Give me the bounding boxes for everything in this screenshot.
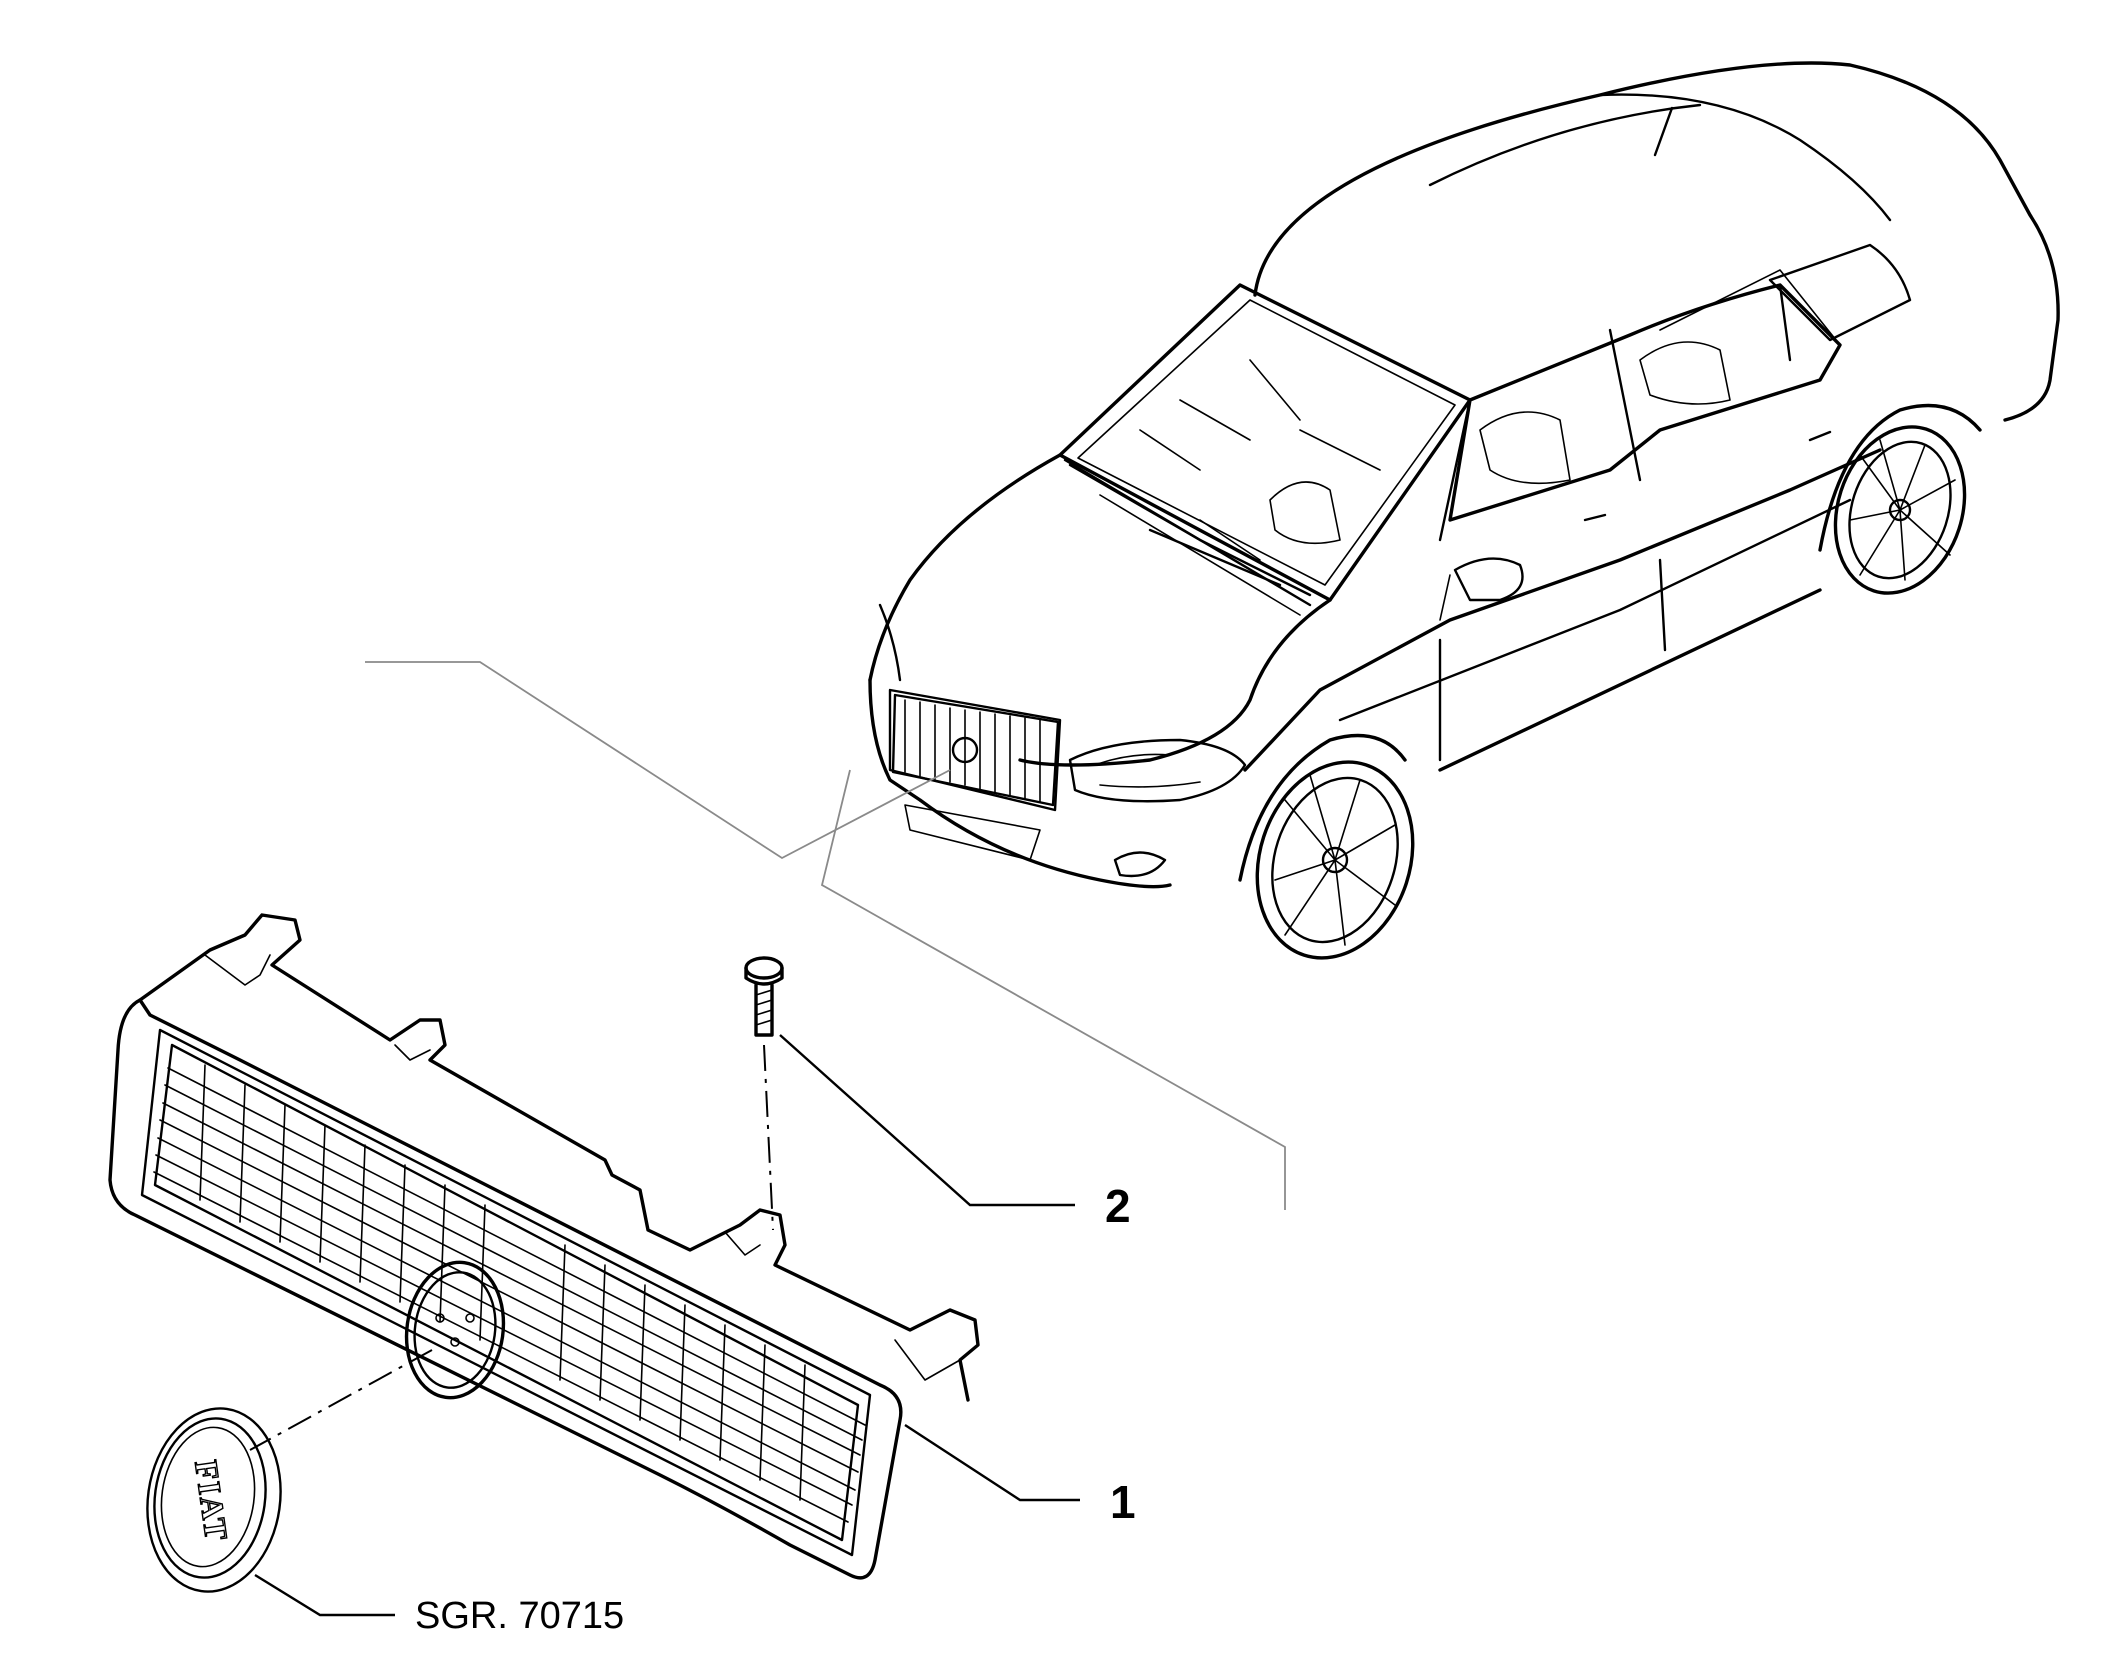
callout-label-2: 2 bbox=[1105, 1180, 1131, 1232]
badge-text: FIAT bbox=[188, 1458, 235, 1544]
callout-label-1: 1 bbox=[1110, 1476, 1136, 1528]
screw-axis-line bbox=[763, 1044, 774, 1231]
grille-icon bbox=[108, 913, 980, 1580]
leader-line-1 bbox=[904, 1423, 1080, 1502]
reference-label: SGR. 70715 bbox=[415, 1595, 624, 1637]
badge-axis-line bbox=[249, 1349, 433, 1451]
screw-icon bbox=[744, 956, 784, 1037]
leader-line-ref bbox=[254, 1573, 395, 1617]
projection-line-lower bbox=[820, 769, 1286, 1210]
leader-line-2 bbox=[779, 1034, 1075, 1207]
car-grille bbox=[891, 693, 1060, 807]
badge-icon: FIAT bbox=[146, 1407, 282, 1593]
car-icon bbox=[868, 61, 2060, 960]
projection-line-upper bbox=[365, 661, 951, 860]
